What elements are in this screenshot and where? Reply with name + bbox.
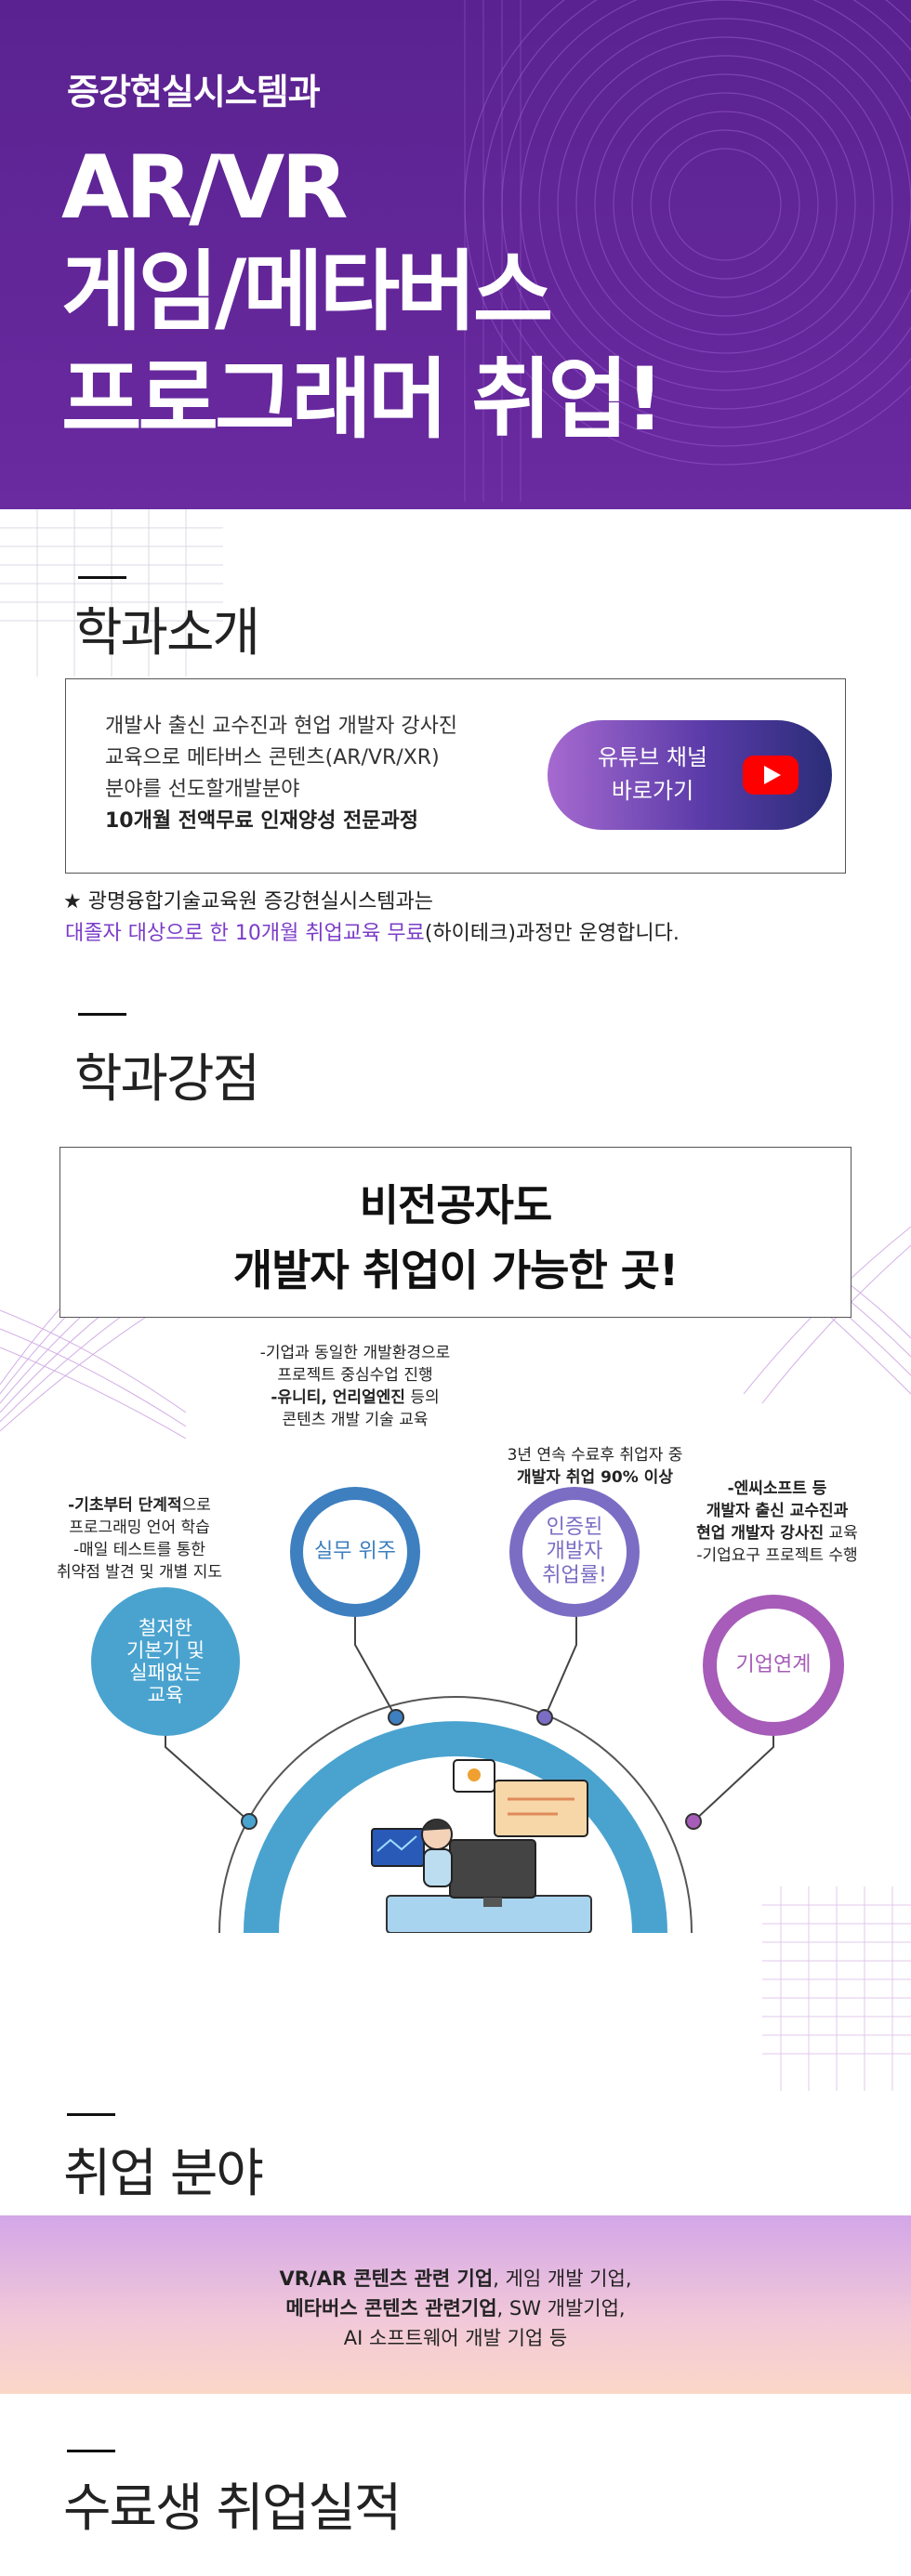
jobs-l1-rest: , 게임 개발 기업, xyxy=(493,2267,632,2290)
jobs-l2-bold: 메타버스 콘텐츠 관련기업 xyxy=(285,2297,497,2320)
hero-title-line-3: 프로그래머 취업! xyxy=(61,349,665,451)
cap3-bold: 개발자 취업 90% 이상 xyxy=(517,1468,673,1487)
section-bar-results xyxy=(67,2450,115,2452)
cap2-rest: 등의 xyxy=(404,1388,440,1407)
hero-title-line-1: AR/VR xyxy=(61,138,349,239)
cap4-rest-3: 교육 xyxy=(824,1524,858,1543)
intro-text-line-2: 교육으로 메타버스 콘텐츠(AR/VR/XR) xyxy=(105,746,440,769)
cap3-line-1: 3년 연속 수료후 취업자 중 xyxy=(507,1446,683,1465)
dot-4 xyxy=(685,1813,702,1830)
strengths-highlight-box: 비전공자도 개발자 취업이 가능한 곳! xyxy=(59,1147,852,1318)
developer-illustration xyxy=(371,1759,592,1933)
section-title-jobs: 취업 분야 xyxy=(63,2144,264,2204)
youtube-icon xyxy=(743,756,799,795)
youtube-channel-button[interactable]: 유튜브 채널 바로가기 xyxy=(548,720,832,830)
cap2-line-4: 콘텐츠 개발 기술 교육 xyxy=(282,1411,429,1429)
strengths-box-line-2: 개발자 취업이 가능한 곳! xyxy=(232,1245,679,1295)
strength-circle-basics: 철저한 기본기 및 실패없는 교육 xyxy=(91,1587,240,1736)
strength-caption-4: -엔씨소프트 등 개발자 출신 교수진과 현업 개발자 강사진 교육 -기업요구… xyxy=(666,1478,889,1567)
intro-text: 개발사 출신 교수진과 현업 개발자 강사진 교육으로 메타버스 콘텐츠(AR/… xyxy=(105,711,457,837)
dot-1 xyxy=(241,1813,257,1830)
strength-circle-basics-label: 철저한 기본기 및 실패없는 교육 xyxy=(110,1606,221,1717)
cap4-bold-3: 현업 개발자 강사진 xyxy=(696,1524,825,1543)
strength-label-1: 철저한 기본기 및 실패없는 교육 xyxy=(126,1617,205,1706)
cap1-line-4: 취약점 발견 및 개별 지도 xyxy=(56,1563,222,1582)
strength-caption-2: -기업과 동일한 개발환경으로 프로젝트 중심수업 진행 -유니티, 언리얼엔진… xyxy=(225,1342,485,1431)
intro-text-bold: 10개월 전액무료 인재양성 전문과정 xyxy=(105,809,418,833)
youtube-button-label: 유튜브 채널 바로가기 xyxy=(592,741,713,808)
strength-circle-industry: 기업연계 xyxy=(703,1595,844,1736)
diagram-connectors xyxy=(165,1561,774,1933)
strength-label-4: 기업연계 xyxy=(735,1653,812,1676)
cap4-line-4: -기업요구 프로젝트 수행 xyxy=(696,1546,858,1565)
youtube-label-line-2: 바로가기 xyxy=(611,778,694,804)
strength-circle-practice: 실무 위주 xyxy=(290,1487,420,1617)
cap2-line-2: 프로젝트 중심수업 진행 xyxy=(277,1366,433,1385)
cap4-bold-2: 개발자 출신 교수진과 xyxy=(706,1502,849,1520)
intro-note-line-2: 대졸자 대상으로 한 10개월 취업교육 무료(하이테크)과정만 운영합니다. xyxy=(65,916,680,946)
intro-text-line-3: 분야를 선도할개발분야 xyxy=(105,778,300,801)
strength-circle-industry-inner: 기업연계 xyxy=(717,1609,830,1722)
strength-circle-employment-inner: 인증된 개발자 취업률! xyxy=(522,1500,627,1604)
intro-text-line-1: 개발사 출신 교수진과 현업 개발자 강사진 xyxy=(105,715,458,738)
intro-note-line-1: ★ 광명융합기술교육원 증강현실시스템과는 xyxy=(63,890,434,913)
strength-label-3: 인증된 개발자 취업률! xyxy=(542,1516,607,1587)
grid-pattern-right xyxy=(762,1886,911,2091)
jobs-l2-rest: , SW 개발기업, xyxy=(496,2297,626,2320)
intro-box: 개발사 출신 교수진과 현업 개발자 강사진 교육으로 메타버스 콘텐츠(AR/… xyxy=(65,678,846,874)
section-title-strengths: 학과강점 xyxy=(74,1049,260,1110)
cap2-bold: -유니티, 언리얼엔진 xyxy=(271,1388,405,1407)
jobs-line-3: AI 소프트웨어 개발 기업 등 xyxy=(343,2327,568,2349)
cap4-bold-1: -엔씨소프트 등 xyxy=(727,1479,827,1498)
section-title-intro: 학과소개 xyxy=(74,603,260,664)
dot-2 xyxy=(388,1709,404,1726)
jobs-band: VR/AR 콘텐츠 관련 기업, 게임 개발 기업, 메타버스 콘텐츠 관련기업… xyxy=(0,2215,911,2394)
youtube-label-line-1: 유튜브 채널 xyxy=(597,744,708,770)
grid-pattern-left xyxy=(0,509,223,677)
section-title-results: 수료생 취업실적 xyxy=(63,2478,402,2539)
strength-label-2: 실무 위주 xyxy=(314,1540,396,1563)
strength-caption-3: 3년 연속 수료후 취업자 중 개발자 취업 90% 이상 xyxy=(474,1444,716,1489)
cap1-rest: 으로 xyxy=(181,1496,211,1515)
jobs-line-2: 메타버스 콘텐츠 관련기업, SW 개발기업, xyxy=(0,2293,911,2321)
section-bar-jobs xyxy=(67,2113,115,2116)
section-bar-intro xyxy=(78,576,126,579)
hero-banner: 증강현실시스템과 AR/VR 게임/메타버스 프로그래머 취업! xyxy=(0,0,911,509)
hero-title-line-2: 게임/메타버스 xyxy=(61,242,553,343)
hero-subtitle: 증강현실시스템과 xyxy=(67,72,321,112)
jobs-line-1: VR/AR 콘텐츠 관련 기업, 게임 개발 기업, xyxy=(0,2264,911,2292)
section-bar-strengths xyxy=(78,1013,126,1016)
strength-caption-1: -기초부터 단계적으로 프로그래밍 언어 학습 -매일 테스트를 통한 취약점 … xyxy=(37,1494,242,1584)
strengths-box-line-1: 비전공자도 xyxy=(359,1180,553,1230)
cap1-line-2: 프로그래밍 언어 학습 xyxy=(69,1518,210,1537)
strengths-diagram: 철저한 기본기 및 실패없는 교육 실무 위주 인증된 개발자 취업률! 기업연… xyxy=(0,1338,911,1933)
jobs-l1-bold: VR/AR 콘텐츠 관련 기업 xyxy=(279,2267,494,2290)
dot-3 xyxy=(536,1709,553,1726)
intro-note-rest: (하이테크)과정만 운영합니다. xyxy=(424,922,680,945)
cap1-line-3: -매일 테스트를 통한 xyxy=(73,1541,206,1559)
intro-note-highlight: 대졸자 대상으로 한 10개월 취업교육 무료 xyxy=(65,922,425,945)
strength-circle-practice-inner: 실무 위주 xyxy=(303,1500,407,1604)
cap1-bold: -기초부터 단계적 xyxy=(68,1496,182,1515)
hero-line-pattern xyxy=(464,0,911,502)
cap2-line-1: -기업과 동일한 개발환경으로 xyxy=(259,1344,451,1362)
strength-circle-employment: 인증된 개발자 취업률! xyxy=(509,1487,640,1617)
